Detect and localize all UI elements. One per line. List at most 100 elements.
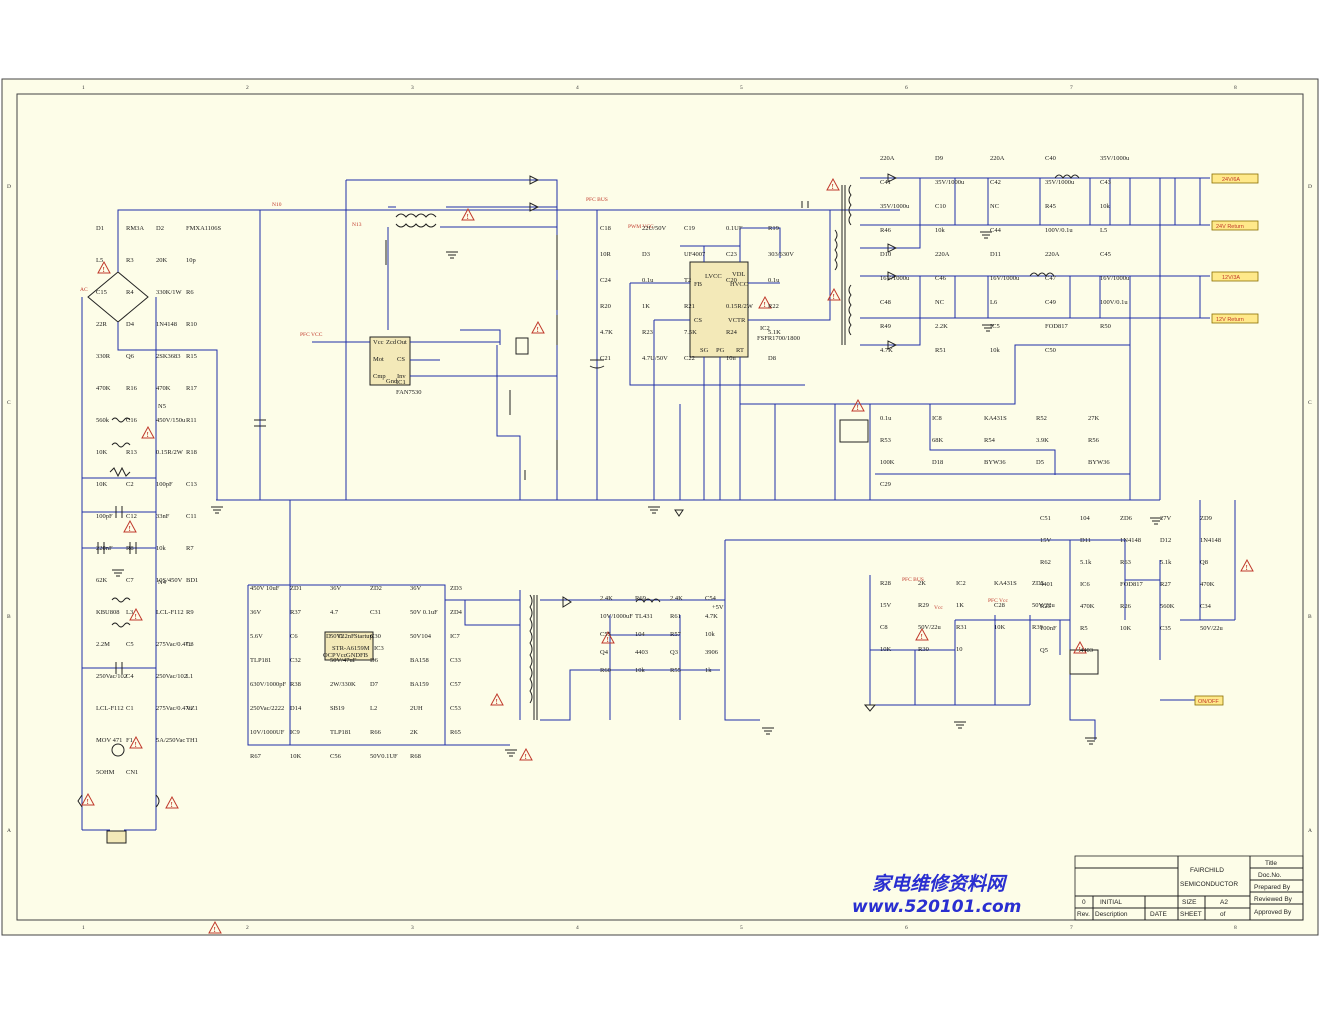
component-label: 1N4148 — [156, 321, 177, 328]
ic1pins-pin: Mot — [373, 356, 384, 363]
component-label: R16 — [126, 385, 138, 392]
component-label: IC9 — [290, 729, 300, 736]
ic1pins-pin: Out — [397, 339, 407, 346]
component-label: LCL-F112 — [156, 609, 184, 616]
component-label: 22U/50V — [642, 225, 667, 232]
component-label: 50V22nF — [330, 633, 355, 640]
component-label: BYW36 — [1088, 459, 1110, 466]
watermark-url: www.520101.com — [852, 897, 1021, 917]
component-label: 10k — [156, 545, 167, 552]
component-label: R62 — [1040, 559, 1051, 566]
frame-col-top: 4 — [576, 85, 579, 91]
frame-col-bottom: 8 — [1234, 925, 1237, 931]
ic2pins-pin: VDL — [732, 271, 745, 278]
llc-section — [629, 184, 852, 500]
component-label: 100pF — [96, 513, 113, 520]
component-label: 1k — [705, 667, 712, 674]
component-label: 303/630V — [768, 251, 794, 258]
component-label: R30 — [918, 646, 929, 653]
warning-mark: ! — [214, 926, 216, 934]
net-ac: AC — [80, 287, 88, 293]
component-label: C53 — [450, 705, 461, 712]
component-label: 2.2M — [96, 641, 110, 648]
component-label: TL431 — [635, 613, 653, 620]
component-label: 2K — [410, 729, 418, 736]
component-label: 100nF — [1040, 625, 1057, 632]
component-label: MOV 471 — [96, 737, 122, 744]
frame-col-top: 8 — [1234, 85, 1237, 91]
component-label: ZD1 — [290, 585, 302, 592]
warning-icon — [826, 177, 840, 191]
component-label: R53 — [880, 437, 891, 444]
component-label: 10K — [290, 753, 302, 760]
component-label: BYW36 — [984, 459, 1006, 466]
frame-col-top: 1 — [82, 85, 85, 91]
warning-icon — [531, 320, 545, 334]
warning-mark: ! — [832, 183, 834, 191]
component-label: D18 — [932, 459, 943, 466]
component-label: R18 — [186, 449, 197, 456]
component-label: R20 — [600, 303, 611, 310]
component-label: R7 — [186, 545, 194, 552]
warning-icon — [915, 627, 929, 641]
component-label: R4 — [126, 289, 134, 296]
output-section — [835, 173, 1210, 501]
component-label: 250Vac/102 — [156, 673, 187, 680]
component-label: 450V 10uF — [250, 585, 280, 592]
component-label: T2 — [684, 277, 691, 284]
out-24v-return: 24V Return — [1216, 224, 1244, 230]
component-label: C5 — [126, 641, 134, 648]
ic3pins-pin: D — [338, 633, 343, 640]
component-label: 10k — [705, 631, 716, 638]
component-label: C3 — [186, 641, 194, 648]
component-label: C6 — [290, 633, 298, 640]
component-label: C12 — [126, 513, 137, 520]
component-label: D12 — [1160, 537, 1171, 544]
net-labels: N10 N13 PFC BUS PWM VCC PFC VCC PFC Vcc … — [80, 197, 1008, 611]
ic1-part: FAN7530 — [396, 389, 422, 396]
ic1-fan7530 — [369, 336, 411, 386]
component-label: 4.7K — [600, 329, 613, 336]
net-pfc-vcc-2: PFC Vcc — [988, 598, 1008, 604]
component-label: 10R — [600, 251, 612, 258]
warning-icon — [601, 630, 615, 644]
component-label: 5OHM — [96, 769, 115, 776]
component-label: VZ1 — [186, 705, 198, 712]
ic1pins-pin: Vcc — [373, 339, 384, 346]
component-label: 100pF — [156, 481, 173, 488]
ac-input-section — [77, 209, 900, 844]
component-label: C19 — [684, 225, 695, 232]
component-label: 220A — [990, 155, 1005, 162]
tb-desc-header: Description — [1095, 911, 1128, 918]
component-label: TLP181 — [250, 657, 271, 664]
component-label: 10k — [1100, 203, 1111, 210]
tb-desc-value: INITIAL — [1100, 899, 1122, 906]
component-label: C42 — [990, 179, 1001, 186]
ic2pins-pin: HVCC — [730, 281, 748, 288]
frame-col-bottom: 4 — [576, 925, 579, 931]
component-label: 7.5K — [684, 329, 697, 336]
component-label: 35V/1000u — [880, 203, 910, 210]
component-label: 470K — [96, 385, 111, 392]
component-label: 0.15R/2W — [726, 303, 754, 310]
component-label: 630V/1000pF — [250, 681, 287, 688]
component-label: R13 — [126, 449, 137, 456]
component-label: 470K — [1080, 603, 1095, 610]
component-label: 35V/1000u — [935, 179, 965, 186]
component-label: 0.1u — [880, 415, 892, 422]
component-label: KBU808 — [96, 609, 119, 616]
component-label: 15V — [880, 602, 892, 609]
component-label: 10p — [186, 257, 196, 264]
component-label: R27 — [1160, 581, 1172, 588]
net-n4: N4 — [158, 579, 167, 586]
warning-icon — [519, 747, 533, 761]
ic2pins-pin: RT — [736, 347, 744, 354]
tb-company: FAIRCHILD — [1190, 867, 1224, 874]
tb-company2: SEMICONDUCTOR — [1180, 881, 1238, 888]
component-label: C16 — [126, 417, 138, 424]
component-label: ZD4 — [450, 609, 463, 616]
component-label: BA159 — [410, 681, 429, 688]
component-label: ZD5 — [1032, 580, 1044, 587]
